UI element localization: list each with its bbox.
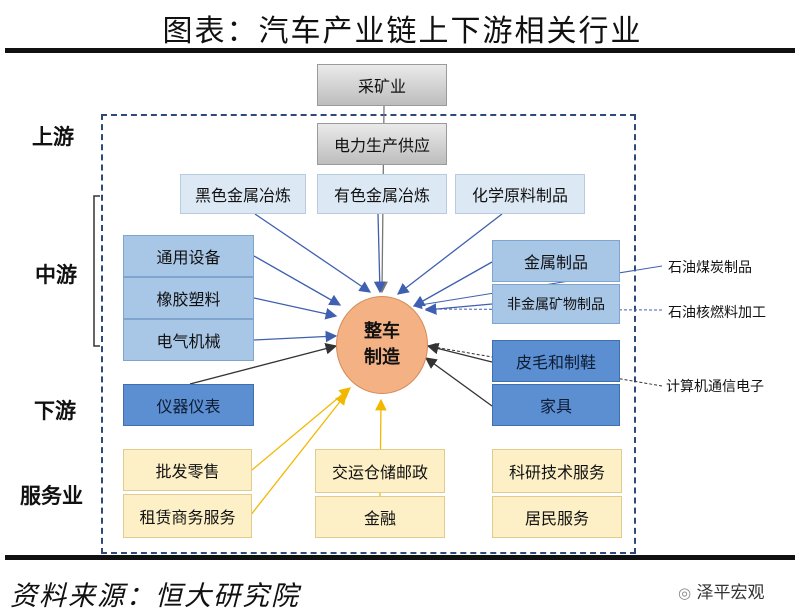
section-midstream: 中游 (35, 263, 77, 287)
node-wholesale-retail: 批发零售 (123, 449, 252, 491)
external-computer-electronics: 计算机通信电子 (666, 379, 764, 395)
node-leather-shoes: 皮毛和制鞋 (492, 340, 620, 382)
title-rule (5, 48, 795, 53)
node-leasing-business: 租赁商务服务 (123, 494, 252, 538)
arrow-electrical (253, 330, 338, 343)
node-vehicle-manufacturing: 整车 制造 (336, 296, 428, 394)
node-finance: 金融 (315, 496, 445, 538)
watermark-text: 泽平宏观 (696, 583, 765, 603)
midstream-brace (93, 195, 100, 347)
node-nonmetal-minerals: 非金属矿物制品 (492, 284, 620, 324)
node-rubber-plastic: 橡胶塑料 (123, 277, 254, 319)
node-transport-postal: 交运仓储邮政 (315, 449, 445, 493)
arrow-ferrous (254, 213, 372, 293)
node-ferrous-metallurgy: 黑色金属冶炼 (180, 174, 306, 214)
node-metal-products: 金属制品 (492, 240, 620, 282)
arrow-leather (426, 342, 493, 363)
arrow-metal (412, 261, 493, 307)
external-coal-petroleum: 石油煤炭制品 (668, 260, 752, 276)
arrow-petro-nuclear (425, 304, 663, 314)
center-line-1: 整车 (364, 321, 400, 342)
bottom-rule (5, 555, 795, 560)
arrow-general-equipment (253, 255, 342, 306)
wechat-icon: ◎ (678, 584, 692, 602)
node-mining: 采矿业 (317, 64, 447, 106)
page-title: 图表：汽车产业链上下游相关行业 (162, 14, 643, 49)
node-resident-services: 居民服务 (492, 496, 622, 538)
watermark: ◎ 泽平宏观 (678, 578, 765, 603)
node-nonferrous-metallurgy: 有色金属冶炼 (317, 174, 447, 214)
section-upstream: 上游 (32, 125, 74, 149)
arrow-furniture (424, 357, 493, 407)
node-instruments: 仪器仪表 (123, 384, 254, 426)
center-line-2: 制造 (364, 347, 400, 368)
node-chemical-materials: 化学原料制品 (455, 174, 585, 214)
node-research-tech: 科研技术服务 (492, 449, 622, 493)
arrow-instruments (189, 342, 338, 385)
node-furniture: 家具 (492, 384, 620, 426)
arrow-wholesale (251, 387, 351, 471)
node-general-equipment: 通用设备 (123, 235, 254, 277)
source-note: 资料来源：恒大研究院 (10, 581, 300, 612)
industry-chain-frame (101, 114, 636, 554)
section-services: 服务业 (20, 484, 83, 508)
node-electrical-machinery: 电气机械 (123, 319, 254, 361)
external-petroleum-nuclear: 石油核燃料加工 (668, 305, 766, 321)
arrow-leasing (249, 392, 347, 517)
section-downstream: 下游 (34, 399, 76, 423)
node-power: 电力生产供应 (317, 123, 447, 165)
arrow-nonferrous (373, 213, 386, 294)
arrow-rubber (253, 297, 338, 320)
arrow-computer (427, 342, 663, 387)
arrow-chemical (396, 213, 503, 295)
